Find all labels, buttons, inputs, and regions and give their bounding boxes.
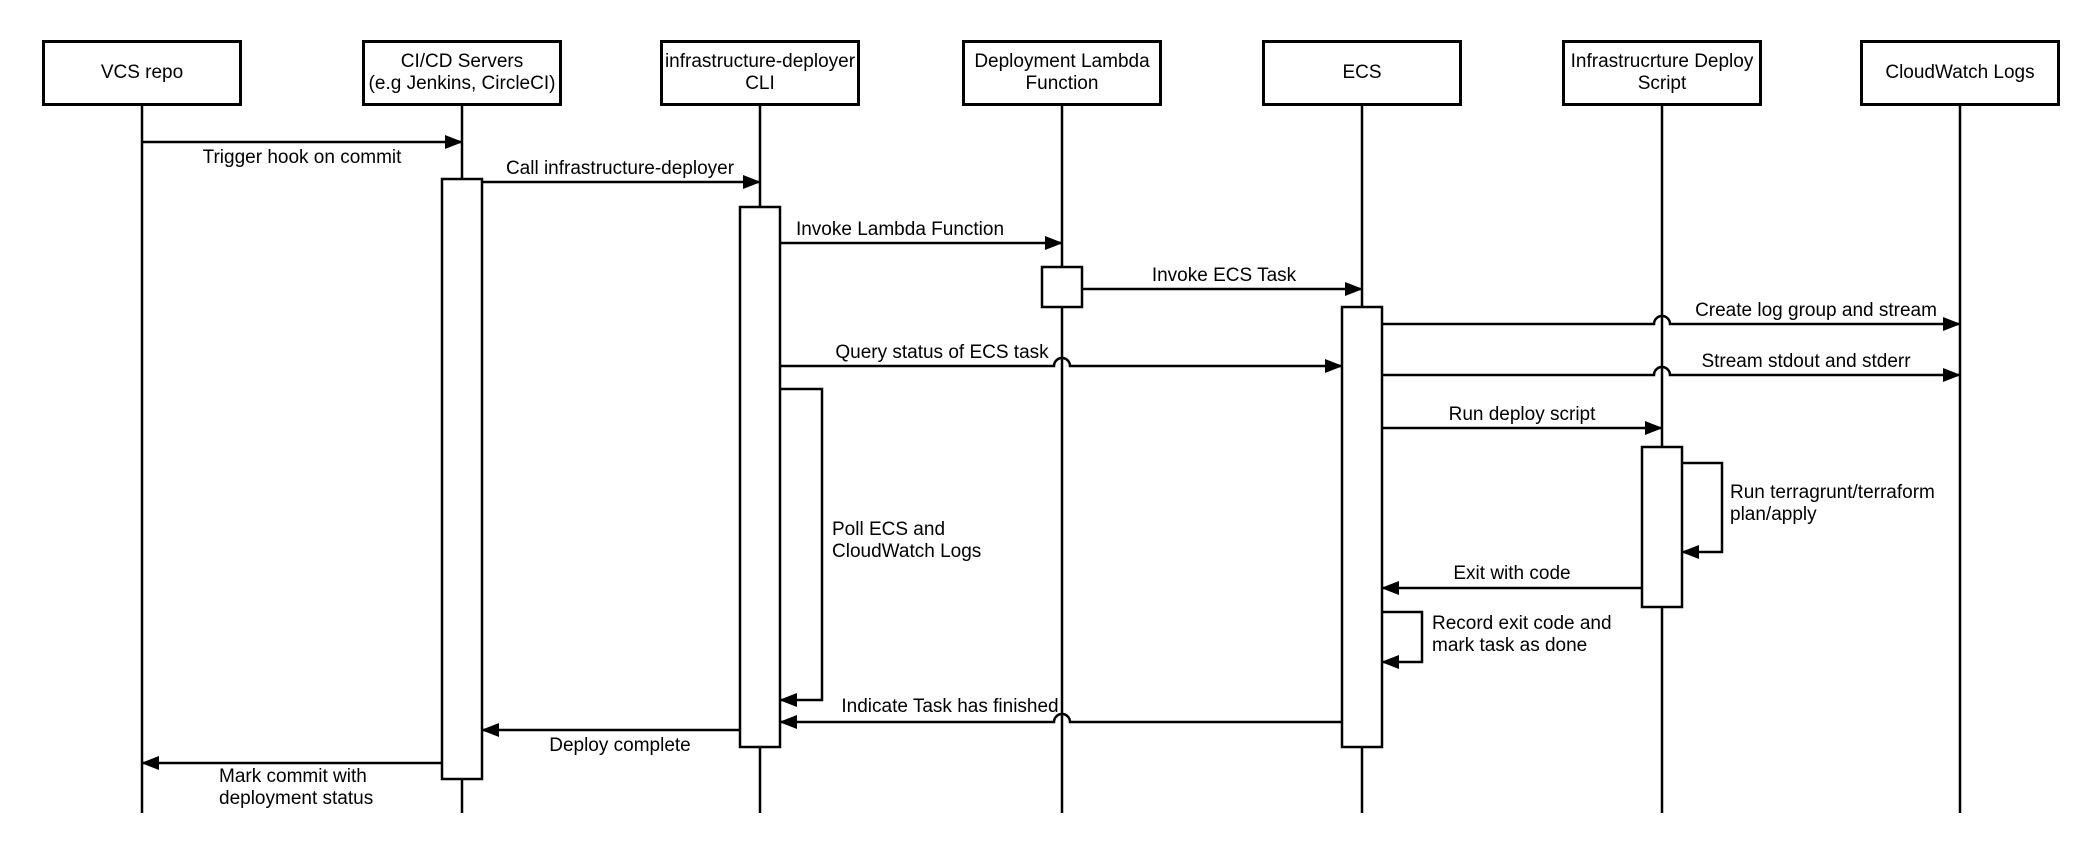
actor-label-vcs-repo: VCS repo [100, 62, 184, 83]
actor-box-cloudwatch-logs: CloudWatch Logs [1860, 40, 2060, 106]
actor-box-infrastructure-deployer-cli: infrastructure-deployer CLI [660, 40, 860, 106]
message-label-stream-stdout-and-stderr: Stream stdout and stderr [1701, 351, 1911, 372]
message-label-query-status-of-ecs-task: Query status of ECS task [835, 342, 1049, 363]
message-arrow-query-status-of-ecs-task [780, 356, 1343, 373]
message-arrow-create-log-group-and-stream [1382, 314, 1961, 331]
actor-box-ecs: ECS [1262, 40, 1462, 106]
actor-box-vcs-repo: VCS repo [42, 40, 242, 106]
message-label-deploy-complete: Deploy complete [549, 735, 691, 756]
activation-deployment-lambda-function [1040, 265, 1084, 309]
actor-label-infrastructure-deployer-cli: infrastructure-deployer CLI [664, 51, 856, 94]
actor-label-cloudwatch-logs: CloudWatch Logs [1885, 62, 2035, 83]
message-label-call-infrastructure-deployer: Call infrastructure-deployer [505, 158, 735, 179]
self-loop-arrow-poll-ecs-and-cloudwatch-logs [779, 387, 824, 707]
message-label-indicate-task-has-finished: Indicate Task has finished [841, 696, 1059, 717]
self-message-arrow-record-exit-code [1381, 610, 1424, 669]
message-arrow-indicate-task-has-finished [779, 712, 1342, 729]
actor-box-cicd-servers: CI/CD Servers (e.g Jenkins, CircleCI) [362, 40, 562, 106]
self-message-arrow-run-terragrunt-terraform [1681, 461, 1724, 559]
message-label-create-log-group-and-stream: Create log group and stream [1695, 300, 1937, 321]
actor-label-cicd-servers: CI/CD Servers (e.g Jenkins, CircleCI) [368, 51, 556, 94]
activation-cicd-servers [440, 177, 484, 781]
message-label-trigger-hook-on-commit: Trigger hook on commit [202, 147, 402, 168]
message-label-exit-with-code: Exit with code [1453, 563, 1571, 584]
activation-ecs [1340, 305, 1384, 749]
actor-box-deployment-lambda-function: Deployment Lambda Function [962, 40, 1162, 106]
message-label-record-exit-code: Record exit code and mark task as done [1432, 613, 1612, 656]
activation-bars [440, 177, 1684, 781]
message-label-mark-commit-with-deployment-status: Mark commit with deployment status [219, 766, 374, 809]
actor-box-infrastructure-deploy-script: Infrastrucrture Deploy Script [1562, 40, 1762, 106]
message-arrows [141, 135, 1961, 770]
message-arrow-stream-stdout-and-stderr [1382, 365, 1961, 382]
actor-label-infrastructure-deploy-script: Infrastrucrture Deploy Script [1570, 51, 1754, 94]
message-label-invoke-ecs-task: Invoke ECS Task [1151, 265, 1297, 286]
message-label-run-terragrunt-terraform: Run terragrunt/terraform plan/apply [1730, 482, 1935, 525]
message-label-run-deploy-script: Run deploy script [1448, 404, 1596, 425]
actor-label-ecs: ECS [1342, 62, 1382, 83]
message-label-poll-ecs-and-cloudwatch-logs: Poll ECS and CloudWatch Logs [832, 519, 982, 562]
activation-infrastructure-deploy-script [1640, 445, 1684, 609]
message-label-invoke-lambda-function: Invoke Lambda Function [795, 219, 1005, 240]
actor-label-deployment-lambda-function: Deployment Lambda Function [974, 51, 1150, 94]
activation-infrastructure-deployer-cli [738, 205, 782, 749]
